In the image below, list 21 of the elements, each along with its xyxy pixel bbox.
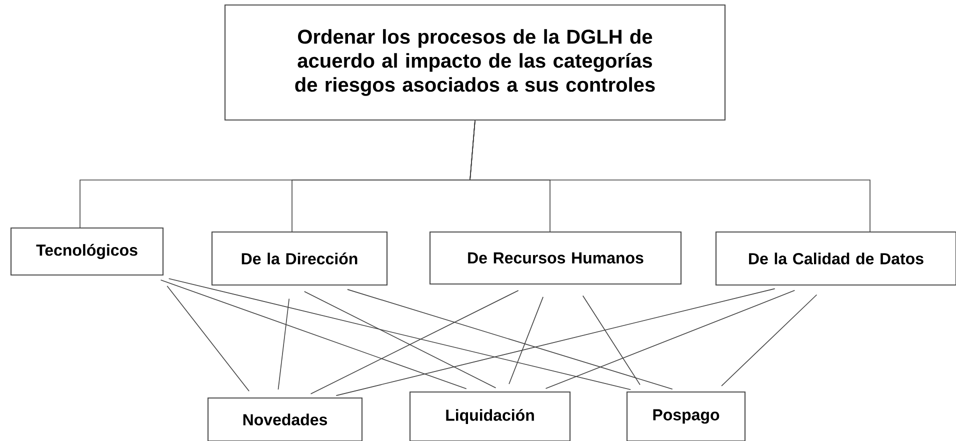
connector [310,290,519,394]
connector [347,289,673,390]
box: Pospago [626,391,746,441]
box: Liquidación [409,391,571,441]
connector [545,290,796,389]
title-box: Ordenar los procesos de la DGLH de acuerdo al impacto de las categorías de riesgos asociados a sus controles [224,4,726,121]
box: De la Dirección [211,231,388,286]
connector [721,294,818,386]
connector [278,298,290,390]
connector [168,278,631,390]
connector [336,288,776,396]
connector [508,296,544,384]
connector [166,286,250,392]
connector [304,291,496,388]
connector [470,120,870,232]
box: Tecnológicos [10,227,164,276]
box: De la Calidad de Datos [715,231,956,286]
connector [160,280,467,390]
box: De Recursos Humanos [429,231,682,285]
box: Novedades [207,397,363,441]
connector [582,295,640,386]
